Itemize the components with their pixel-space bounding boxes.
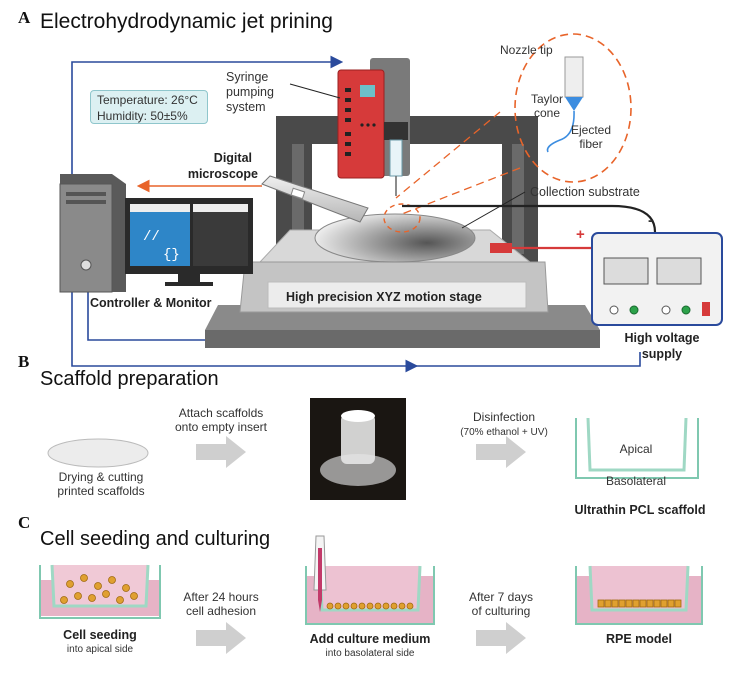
insert-seeding — [39, 564, 161, 619]
drying-line2: printed scaffolds — [57, 484, 145, 498]
after-7d-line1: After 7 days — [468, 590, 534, 604]
attach-scaffolds-label: Attach scaffolds onto empty insert — [166, 406, 276, 434]
collection-substrate-label: Collection substrate — [530, 185, 640, 199]
cell-seeding-sub: into apical side — [66, 644, 134, 655]
svg-text:{}: {} — [163, 247, 180, 263]
hv-supply-label: High voltage supply — [612, 330, 712, 362]
apical-label: Apical — [619, 442, 653, 456]
svg-text://: // — [143, 229, 160, 245]
nozzle-tip-label: Nozzle tip — [500, 43, 553, 57]
taylor-cone-line2: cone — [533, 106, 561, 120]
hv-line2: supply — [641, 347, 683, 361]
cell-seeding-label: Cell seeding — [63, 628, 137, 642]
hv-supply — [591, 232, 723, 326]
rpe-monolayer — [597, 599, 682, 608]
temperature-readout: Temperature: 26°C — [97, 93, 198, 107]
insert-empty-b — [575, 417, 699, 479]
microscope-line2: microscope — [187, 167, 258, 181]
controller-label: Controller & Monitor — [90, 296, 212, 310]
after-7d-label: After 7 days of culturing — [446, 590, 556, 618]
panel-c-letter: C — [18, 513, 31, 532]
taylor-cone-line1: Taylor — [530, 92, 563, 106]
controller-monitor: // {} — [59, 174, 253, 293]
dried-scaffold-disk — [47, 438, 149, 468]
insert-photo — [310, 398, 406, 500]
add-medium-label: Add culture medium — [309, 632, 431, 646]
after-24h-label: After 24 hours cell adhesion — [166, 590, 276, 618]
syringe-line2: pumping — [226, 85, 274, 99]
insert-rpe — [575, 565, 703, 625]
panel-c-title: Cell seeding and culturing — [40, 528, 271, 550]
panel-a-title: Electrohydrodynamic jet prining — [40, 10, 333, 33]
disinfection-line2: (70% ethanol + UV) — [460, 427, 548, 438]
insert-medium — [305, 535, 435, 625]
disinfection-label: Disinfection (70% ethanol + UV) — [444, 410, 564, 440]
syringe-line3: system — [226, 100, 266, 114]
drying-cutting-label: Drying & cutting printed scaffolds — [46, 470, 156, 498]
after-24h-line2: cell adhesion — [185, 604, 257, 618]
basolateral-label: Basolateral — [605, 474, 667, 488]
environment-box: Temperature: 26°C Humidity: 50±5% — [90, 90, 208, 124]
drying-line1: Drying & cutting — [58, 470, 144, 484]
process-arrows-b — [196, 436, 526, 468]
ejected-fiber-label: Ejected fiber — [568, 123, 614, 151]
taylor-cone-label: Taylor cone — [530, 92, 564, 120]
hv-line1: High voltage — [624, 331, 700, 345]
minus-terminal: - — [648, 212, 653, 229]
attach-line2: onto empty insert — [174, 420, 268, 434]
cells-adhered — [326, 602, 414, 610]
syringe-pump-label: Syringe pumping system — [226, 70, 274, 115]
panel-b-letter: B — [18, 352, 30, 371]
process-arrows-c — [196, 622, 526, 654]
panel-a-letter: A — [18, 8, 31, 27]
after-24h-line1: After 24 hours — [183, 590, 259, 604]
add-medium-sub: into basolateral side — [325, 648, 415, 659]
rpe-model-label: RPE model — [606, 632, 672, 646]
ejected-fiber-line1: Ejected — [570, 123, 612, 137]
plus-terminal: + — [576, 226, 585, 243]
ejected-fiber-line2: fiber — [579, 137, 603, 151]
attach-line1: Attach scaffolds — [178, 406, 264, 420]
microscope-line1: Digital — [213, 151, 252, 165]
panel-b-title: Scaffold preparation — [40, 368, 219, 390]
digital-microscope — [136, 175, 369, 223]
stage-label: High precision XYZ motion stage — [286, 290, 482, 304]
xyz-stage — [239, 213, 549, 313]
humidity-readout: Humidity: 50±5% — [97, 109, 188, 123]
after-7d-line2: of culturing — [471, 604, 531, 618]
disinfection-line1: Disinfection — [472, 410, 536, 424]
leader-lines — [289, 83, 526, 229]
microscope-label: Digital microscope — [168, 150, 258, 182]
syringe-line1: Syringe — [226, 70, 269, 84]
cells-seeding — [60, 574, 138, 604]
syringe-pump — [337, 58, 410, 196]
ultrathin-scaffold-label: Ultrathin PCL scaffold — [574, 503, 706, 517]
